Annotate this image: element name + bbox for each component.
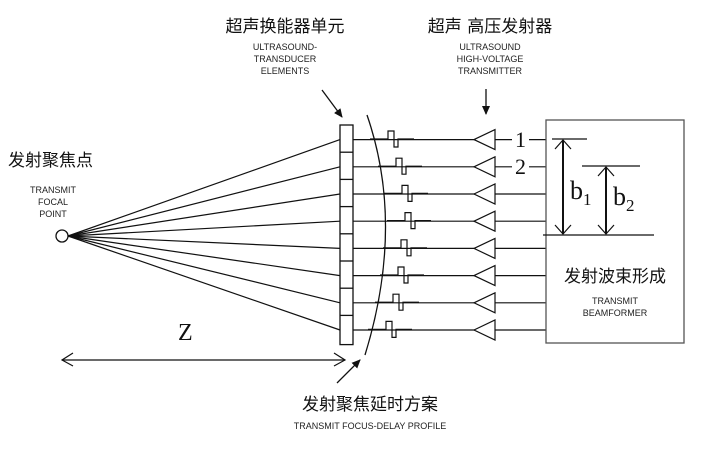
focal-point-en-2: FOCAL [37,197,68,207]
z-distance-arrow [60,352,347,367]
beamformer-box [545,119,685,344]
transmitter-triangle-icon [472,210,496,233]
delay-pulses [368,130,431,338]
transducer-elements-en-2: TRANSDUCER [253,54,317,64]
transducer-elements-label: 超声换能器单元 ULTRASOUND- TRANSDUCER ELEMENTS [210,12,360,77]
b2-label: b2 [613,182,635,216]
focal-point-icon [55,229,69,243]
transmitter-triangle-icon [472,291,496,314]
hv-transmitter-cn: 超声 高压发射器 [427,17,553,37]
hv-transmitter-label: 超声 高压发射器 ULTRASOUND HIGH-VOLTAGE TRANSMI… [410,12,570,77]
delay-pulse-icon [380,266,424,284]
transmitter-triangle-icon [472,319,496,341]
transducer-pointer-arrow [321,89,343,118]
b1-base: b [570,176,583,205]
z-label: Z [178,320,193,346]
transmitter-triangle-icon [472,237,496,260]
beamformer-cn: 发射波束形成 [564,267,666,287]
focus-ray [67,139,341,237]
hv-transmitter-en-2: HIGH-VOLTAGE [456,54,524,64]
focus-ray [67,235,341,277]
beamformer-en-1: TRANSMIT [592,296,638,306]
focus-ray [67,220,341,237]
focus-ray [67,235,341,249]
focus-ray [67,166,341,237]
hv-transmitter-en-1: ULTRASOUND [459,42,521,52]
delay-pulse-icon [384,184,428,202]
transducer-array [339,124,354,346]
focal-point-en: TRANSMIT FOCAL POINT [18,184,88,220]
delay-pulse-icon [387,212,431,230]
beamformer-en-2: BEAMFORMER [582,308,648,318]
b2-base: b [613,182,626,211]
focal-point-label: 发射聚焦点 [8,146,108,171]
b2-sub: 2 [626,196,635,216]
focus-ray [67,235,341,304]
delay-profile-curve [364,114,387,356]
transducer-elements-cn: 超声换能器单元 [225,17,345,37]
delay-profile-pointer-arrow [336,359,361,384]
delay-pulse-icon [375,293,419,311]
delay-pulse-icon [383,239,427,257]
transmitter-triangle-icon [472,128,496,151]
hv-transmitter-en-3: TRANSMITTER [458,66,522,76]
transducer-array-outline [339,124,354,346]
focal-point-en-3: POINT [39,209,67,219]
transmitter-triangle-icon [472,264,496,287]
focus-delay-en: TRANSMIT FOCUS-DELAY PROFILE [293,421,447,431]
delay-pulse-icon [368,320,412,338]
transducer-elements-en-1: ULTRASOUND- [252,42,318,52]
b1-label: b1 [570,176,592,210]
focal-point-cn: 发射聚焦点 [8,151,93,171]
delay-pulse-icon [378,157,422,175]
transducer-elements-en-3: ELEMENTS [260,66,310,76]
channel-1-label: 1 [512,127,529,153]
transmitter-triangle-icon [472,183,496,205]
focal-point-en-1: TRANSMIT [30,185,76,195]
b-dimension-lines [543,138,654,236]
focus-ray [67,193,341,237]
channel-2-label: 2 [512,154,529,180]
focus-rays [67,139,341,331]
transmitter-triangle-icon [472,155,496,178]
focus-ray [67,235,341,331]
beamformer-label: 发射波束形成 TRANSMIT BEAMFORMER [548,262,682,319]
delay-pulse-icon [370,130,414,148]
b1-sub: 1 [583,190,592,210]
focus-delay-label: 发射聚焦延时方案 TRANSMIT FOCUS-DELAY PROFILE [230,390,510,432]
focus-delay-cn: 发射聚焦延时方案 [302,395,438,415]
